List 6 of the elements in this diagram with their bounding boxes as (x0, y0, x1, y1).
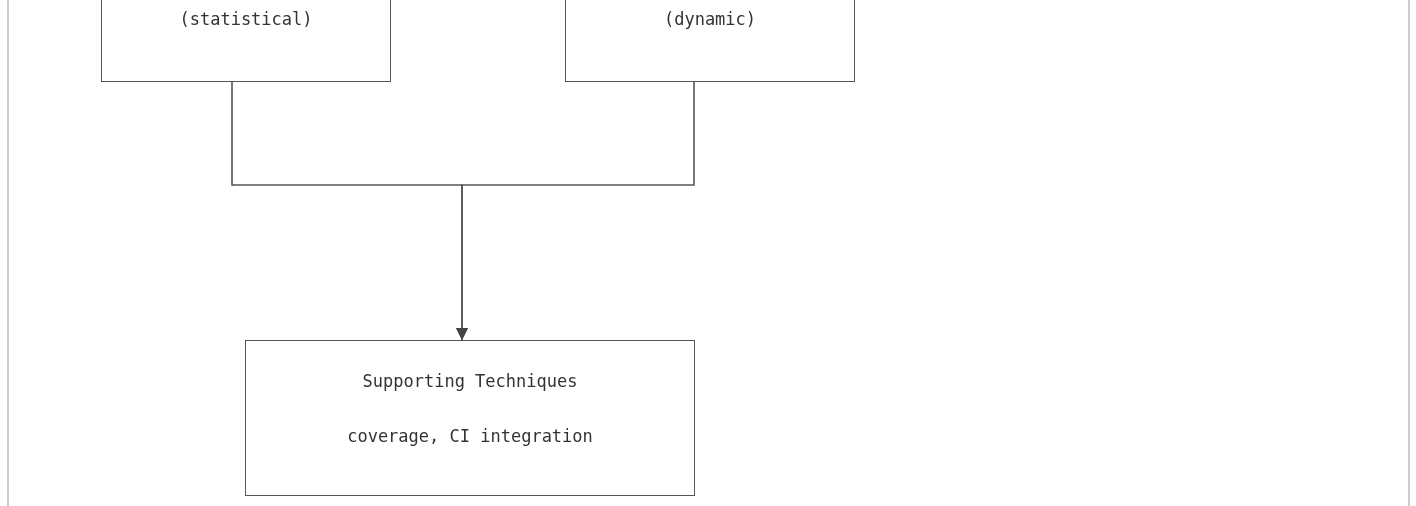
box-title: (statistical) (178, 9, 314, 29)
process-box (245, 340, 695, 496)
box-title: (dynamic) (662, 9, 758, 29)
box-title: Supporting Techniques (361, 371, 579, 391)
arrow (456, 81, 695, 341)
box-text: coverage, CI integration (346, 426, 594, 446)
